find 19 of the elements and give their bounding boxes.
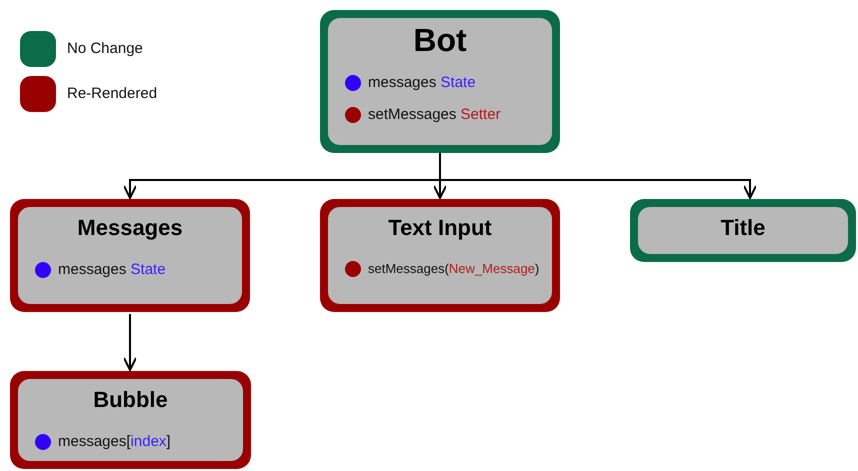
component-title: Messages bbox=[76, 217, 184, 239]
state-label: messages[index] bbox=[58, 432, 171, 452]
state-label: setMessages(New_Message) bbox=[368, 260, 540, 278]
component-title: Bubble bbox=[92, 389, 169, 411]
arrow bbox=[123, 314, 137, 371]
arrow bbox=[439, 153, 757, 199]
component-title: Title bbox=[720, 217, 766, 239]
component-box bbox=[320, 10, 560, 153]
component-box bbox=[10, 199, 250, 312]
legend-label: No Change bbox=[67, 38, 143, 59]
component-box bbox=[320, 199, 560, 312]
state-label: messages State bbox=[58, 260, 166, 280]
state-label: setMessages Setter bbox=[368, 104, 501, 124]
component-title: Bot bbox=[412, 24, 468, 56]
component-box bbox=[630, 199, 856, 262]
component-box bbox=[10, 371, 251, 469]
component-title: Text Input bbox=[387, 217, 493, 239]
state-label: messages State bbox=[368, 73, 476, 93]
legend-label: Re-Rendered bbox=[67, 84, 158, 104]
